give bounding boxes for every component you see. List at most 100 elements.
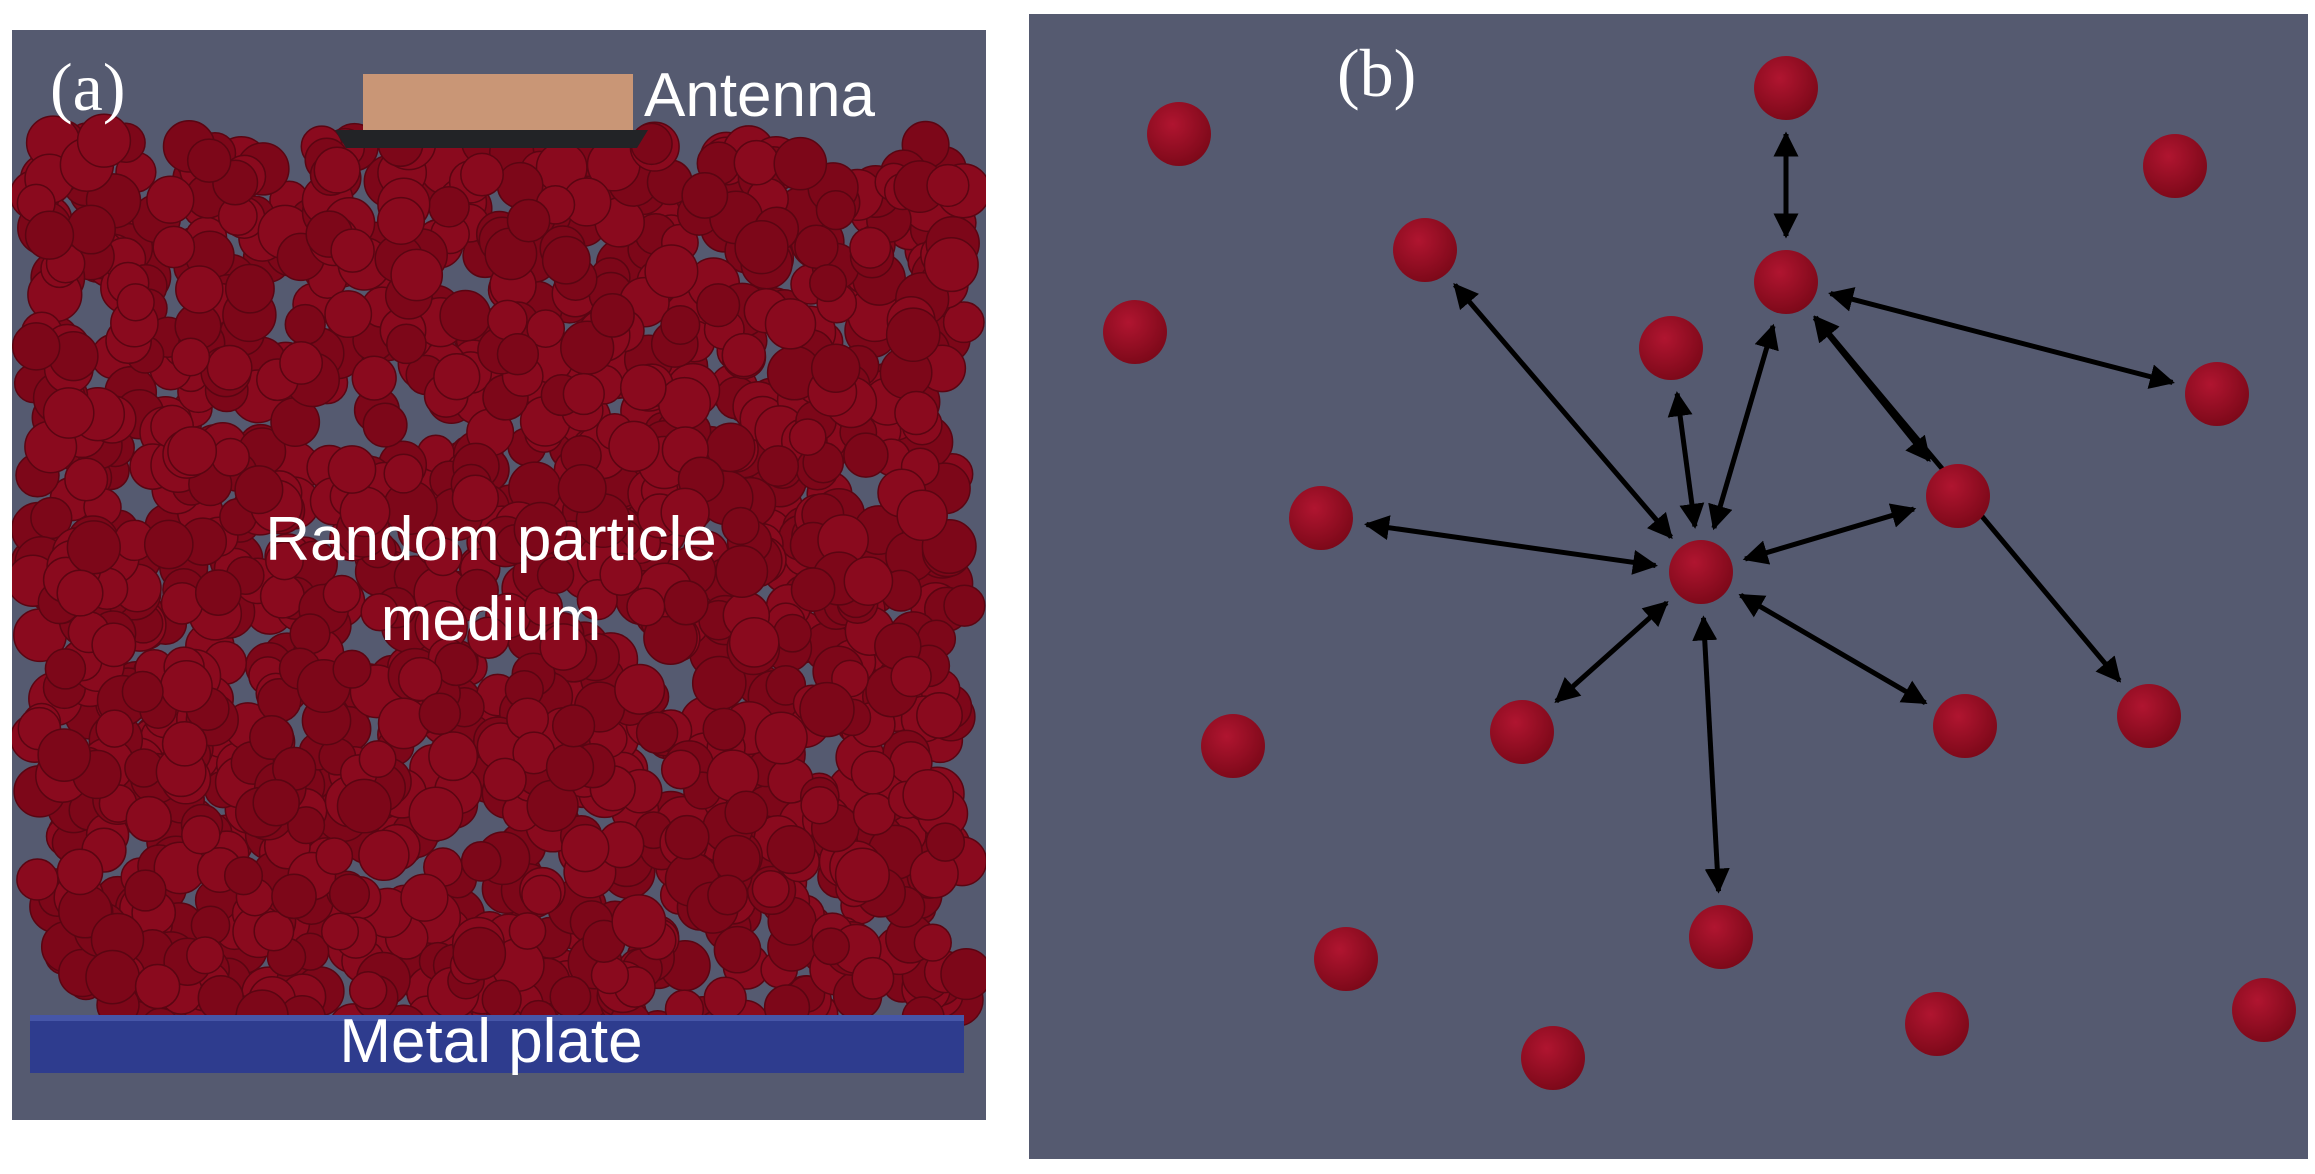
medium-particle (707, 874, 749, 916)
medium-particle (211, 437, 250, 477)
medium-particle (223, 856, 264, 896)
medium-particle (85, 949, 140, 1005)
medium-particle (536, 556, 575, 595)
particle (1669, 540, 1733, 604)
panel-b: (b) (1029, 14, 2308, 1159)
medium-particle (439, 289, 492, 342)
medium-particle (513, 501, 568, 557)
medium-particle (896, 489, 948, 542)
interaction-arrow (1364, 515, 1658, 575)
panel-b-svg: (b) (1029, 14, 2308, 1159)
particle (2185, 362, 2249, 426)
medium-particle (942, 301, 985, 344)
medium-particle (526, 309, 566, 348)
medium-particle (644, 244, 699, 299)
medium-particle (721, 506, 760, 546)
medium-particle (121, 670, 164, 713)
interaction-arrow (1692, 615, 1730, 894)
medium-particle (940, 948, 986, 1001)
medium-particle (358, 740, 397, 779)
medium-particle (152, 225, 196, 269)
medium-particle (358, 829, 410, 882)
medium-particle (324, 290, 373, 339)
medium-particle (95, 709, 134, 748)
particle (1103, 300, 1167, 364)
medium-particle (626, 587, 666, 627)
medium-particle (397, 656, 443, 702)
medium-particle (590, 293, 635, 338)
particle (1201, 714, 1265, 778)
medium-particle (560, 823, 610, 873)
particles (1103, 56, 2296, 1090)
metal-plate-edge (30, 1015, 964, 1021)
particle (1754, 56, 1818, 120)
medium-particle (322, 574, 361, 614)
particle (1689, 905, 1753, 969)
medium-particle (608, 420, 660, 473)
medium-particle (56, 848, 104, 896)
medium-particle (508, 912, 547, 950)
medium-particle (751, 869, 790, 909)
medium-particle (721, 332, 767, 378)
medium-particle (506, 198, 551, 243)
medium-particle (619, 364, 667, 411)
metal-plate-label: Metal plate (339, 1007, 642, 1076)
medium-particle (702, 707, 746, 751)
medium-particle (696, 283, 741, 328)
particle (2117, 684, 2181, 748)
medium-particle (194, 569, 242, 616)
medium-particle (681, 171, 729, 219)
medium-particle (460, 152, 504, 197)
medium-particle (249, 714, 295, 761)
medium-particle (541, 235, 591, 285)
medium-particle (703, 976, 747, 1020)
medium-particle (320, 912, 360, 951)
medium-particle (734, 220, 789, 275)
medium-particle (66, 520, 121, 575)
medium-particle (423, 537, 463, 577)
medium-particle (590, 955, 630, 995)
particle (2232, 978, 2296, 1042)
medium-particle (545, 743, 595, 792)
medium-particle (663, 580, 709, 626)
medium-particle (467, 616, 510, 659)
medium-particle (171, 337, 211, 377)
medium-particle (451, 474, 500, 522)
medium-particle (160, 659, 213, 713)
medium-particle (253, 910, 295, 952)
medium-particle (773, 136, 828, 191)
medium-particle (790, 567, 836, 612)
medium-particle (733, 139, 780, 186)
medium-particle (850, 750, 895, 795)
medium-particle (902, 769, 955, 821)
medium-particle (360, 593, 399, 632)
medium-label-line2: medium (381, 585, 602, 654)
medium-label-line1: Random particle (265, 505, 716, 574)
medium-particle (925, 822, 966, 862)
medium-particle (943, 584, 986, 627)
medium-particle (37, 728, 92, 782)
medium-particle (287, 806, 326, 845)
interaction-arrow (1708, 323, 1779, 531)
medium-particle (44, 648, 87, 690)
medium-particle (284, 303, 326, 346)
medium-particle (328, 873, 371, 915)
medium-particle (890, 655, 932, 698)
medium-particle (812, 927, 850, 966)
particle (1933, 694, 1997, 758)
medium-particle (351, 355, 397, 401)
medium-particle (715, 545, 769, 598)
medium-particle (452, 926, 507, 981)
medium-particle (146, 175, 195, 224)
medium-particle (810, 343, 861, 393)
medium-particle (12, 322, 61, 371)
medium-particle (259, 573, 305, 619)
medium-particle (815, 189, 857, 231)
medium-particle (799, 681, 855, 738)
medium-particle (712, 834, 761, 884)
particle (1393, 218, 1457, 282)
medium-particle (794, 224, 839, 270)
particle (1926, 464, 1990, 528)
medium-particle (64, 457, 109, 502)
medium-particle (551, 704, 596, 748)
